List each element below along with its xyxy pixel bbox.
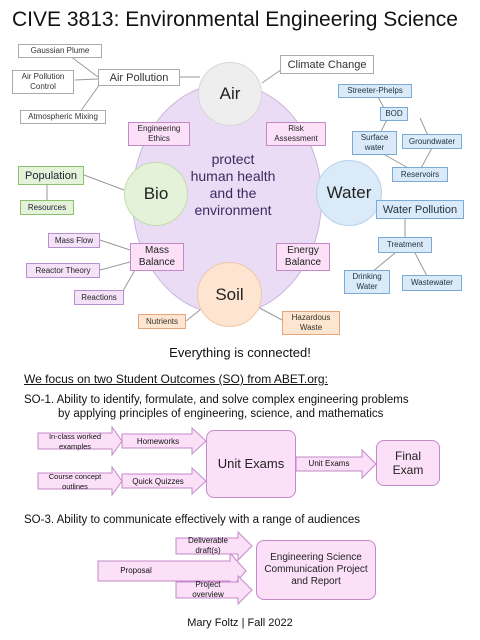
communication-project-box: Engineering Science Communication Projec… <box>256 540 376 600</box>
streeter-phelps-box: Streeter-Phelps <box>338 84 412 98</box>
soil-node: Soil <box>197 262 262 327</box>
nutrients-box: Nutrients <box>138 314 186 329</box>
energy-balance-box: Energy Balance <box>276 243 330 271</box>
air-pollution-control-box: Air Pollution Control <box>12 70 74 94</box>
air-node: Air <box>198 62 262 126</box>
gaussian-plume-box: Gaussian Plume <box>18 44 102 58</box>
proposal-label: Proposal <box>120 566 152 575</box>
surface-water-box: Surface water <box>352 131 397 155</box>
author-credit: Mary Foltz | Fall 2022 <box>187 617 293 629</box>
unit-exams-arrow-label: Unit Exams <box>308 459 350 468</box>
resources-box: Resources <box>20 200 74 215</box>
bio-node: Bio <box>124 162 188 226</box>
reactions-box: Reactions <box>74 290 124 305</box>
water-pollution-box: Water Pollution <box>376 200 464 219</box>
homeworks-label: Homeworks <box>136 436 180 446</box>
so1-line2: by applying principles of engineering, s… <box>58 408 384 420</box>
air-pollution-box: Air Pollution <box>98 69 180 86</box>
mass-balance-box: Mass Balance <box>130 243 184 271</box>
project-overview-label: Project overview <box>192 580 224 599</box>
treatment-box: Treatment <box>378 237 432 253</box>
water-node: Water <box>316 160 382 226</box>
risk-assessment-box: Risk Assessment <box>266 122 326 146</box>
quick-quizzes-label: Quick Quizzes <box>132 476 184 486</box>
student-outcomes-heading: We focus on two Student Outcomes (SO) fr… <box>24 372 328 386</box>
course-outlines-label: Course concept outlines <box>48 471 102 491</box>
wastewater-box: Wastewater <box>402 275 462 291</box>
center-line: and the <box>209 185 257 201</box>
final-exam-box: Final Exam <box>376 440 440 486</box>
center-line: protect <box>211 151 255 167</box>
so1-line1: SO-1. Ability to identify, formulate, an… <box>24 394 409 406</box>
reservoirs-box: Reservoirs <box>392 167 448 182</box>
center-message: protect human health and the environment <box>185 151 281 219</box>
groundwater-box: Groundwater <box>402 134 462 149</box>
so3-line1: SO-3. Ability to communicate effectively… <box>24 514 361 526</box>
hazardous-waste-box: Hazardous Waste <box>282 311 340 335</box>
inclass-examples-label: In-class worked examples <box>48 431 102 451</box>
engineering-ethics-box: Engineering Ethics <box>128 122 190 146</box>
deliverable-drafts-label: Deliverable draft(s) <box>187 536 229 555</box>
connected-caption: Everything is connected! <box>169 345 311 360</box>
center-line: environment <box>194 202 272 218</box>
drinking-water-box: Drinking Water <box>344 270 390 294</box>
page-title: CIVE 3813: Environmental Engineering Sci… <box>12 8 458 31</box>
atmospheric-mixing-box: Atmospheric Mixing <box>20 110 106 124</box>
center-line: human health <box>190 168 276 184</box>
bod-box: BOD <box>380 107 408 121</box>
climate-change-box: Climate Change <box>280 55 374 74</box>
unit-exams-box: Unit Exams <box>206 430 296 498</box>
population-box: Population <box>18 166 84 185</box>
reactor-theory-box: Reactor Theory <box>26 263 100 278</box>
mass-flow-box: Mass Flow <box>48 233 100 248</box>
